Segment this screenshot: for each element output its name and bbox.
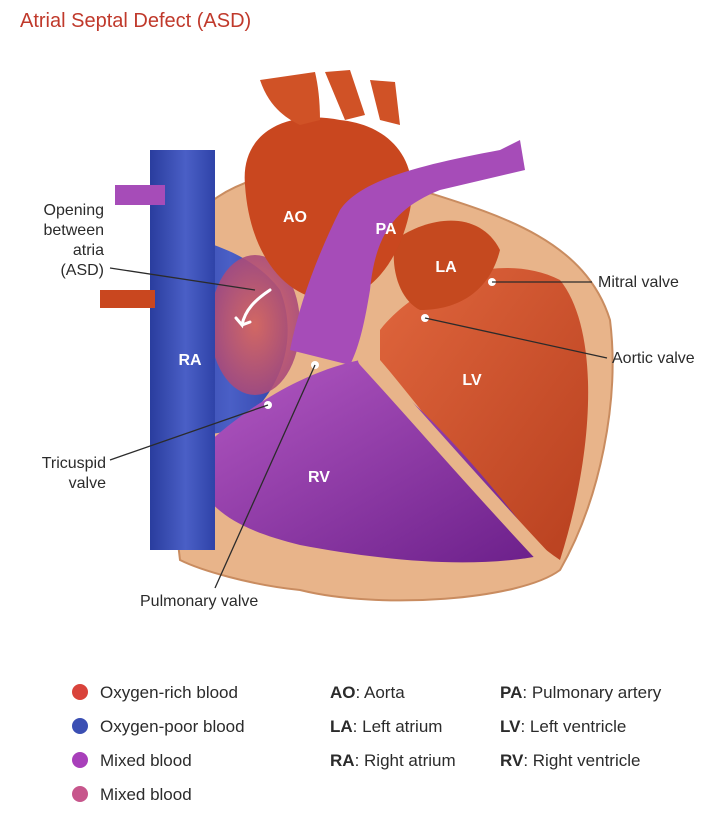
left-ventricle <box>380 268 589 560</box>
tricuspid-label-2: valve <box>69 475 106 492</box>
label-lv: LV <box>462 372 482 389</box>
asd-label-3: atria <box>73 242 104 259</box>
pulmonary-artery <box>290 140 525 365</box>
left-atrium <box>393 220 500 310</box>
abbr-sep: : <box>352 717 363 736</box>
abbreviation-row: RA: Right atrium <box>330 748 456 782</box>
abbr-key: LA <box>330 717 353 736</box>
asd-label-1: Opening <box>44 202 105 219</box>
legend-row: Oxygen-rich blood <box>72 680 245 714</box>
legend-row: Mixed blood <box>72 748 245 782</box>
heart-illustration: AO PA LA RA LV RV Opening between atria … <box>42 70 695 610</box>
oxygen-rich-swatch <box>72 684 88 700</box>
asd-mixed-area <box>210 255 300 395</box>
legend-label: Oxygen-rich blood <box>100 683 238 702</box>
abbreviation-row: LV: Left ventricle <box>500 714 661 748</box>
abbr-key: PA <box>500 683 523 702</box>
abbr-key: AO <box>330 683 356 702</box>
abbr-value: Right atrium <box>364 751 456 770</box>
mixed-swatch <box>72 752 88 768</box>
oxygen-poor-swatch <box>72 718 88 734</box>
legend-label: Oxygen-poor blood <box>100 717 245 736</box>
pulmonary-callout-line <box>214 364 316 589</box>
legend-label: Mixed blood <box>100 751 192 770</box>
abbr-key: RV <box>500 751 524 770</box>
abbreviation-legend-left: AO: Aorta LA: Left atrium RA: Right atri… <box>330 680 456 782</box>
label-ra: RA <box>178 352 202 369</box>
right-ventricle <box>190 360 545 563</box>
aortic-label: Aortic valve <box>612 350 695 367</box>
abbr-sep: : <box>523 751 533 770</box>
aortic-arch-branches <box>260 70 400 125</box>
asd-callout-line <box>109 267 256 291</box>
abbr-value: Aorta <box>364 683 405 702</box>
abbr-value: Pulmonary artery <box>531 683 662 702</box>
abbreviation-row: LA: Left atrium <box>330 714 456 748</box>
legend-row: Mixed blood <box>72 782 245 816</box>
asd-label-2: between <box>44 222 105 239</box>
legend-row: Oxygen-poor blood <box>72 714 245 748</box>
pulmonary-label: Pulmonary valve <box>140 593 258 610</box>
ventricular-septum <box>358 353 555 569</box>
abbreviation-row: AO: Aorta <box>330 680 456 714</box>
abbr-key: LV <box>500 717 521 736</box>
abbr-value: Left ventricle <box>529 717 627 736</box>
label-rv: RV <box>308 469 330 486</box>
label-la: LA <box>435 259 457 276</box>
abbreviation-row: RV: Right ventricle <box>500 748 661 782</box>
abbr-value: Left atrium <box>362 717 443 736</box>
asd-flow-arrow <box>234 288 272 329</box>
tricuspid-label-1: Tricuspid <box>42 455 106 472</box>
abbreviation-row: PA: Pulmonary artery <box>500 680 661 714</box>
mitral-label: Mitral valve <box>598 274 679 291</box>
label-pa: PA <box>375 221 396 238</box>
page-title: Atrial Septal Defect (ASD) <box>20 10 252 32</box>
tricuspid-callout-line <box>109 404 269 461</box>
color-legend: Oxygen-rich blood Oxygen-poor blood Mixe… <box>72 680 245 816</box>
abbr-sep: : <box>355 683 365 702</box>
abbr-sep: : <box>354 751 365 770</box>
abbr-key: RA <box>330 751 355 770</box>
pulmonary-veins-left <box>115 185 165 205</box>
abbr-value: Right ventricle <box>532 751 641 770</box>
mixed-swatch-2 <box>72 786 88 802</box>
legend-label: Mixed blood <box>100 785 192 804</box>
label-ao: AO <box>283 209 307 226</box>
abbr-sep: : <box>522 683 532 702</box>
abbr-sep: : <box>520 717 530 736</box>
aortic-callout-line <box>424 317 608 359</box>
asd-label-4: (ASD) <box>60 262 104 279</box>
abbreviation-legend-right: PA: Pulmonary artery LV: Left ventricle … <box>500 680 661 782</box>
vena-cava <box>150 150 215 550</box>
pulmonary-veins-left-2 <box>100 290 155 308</box>
